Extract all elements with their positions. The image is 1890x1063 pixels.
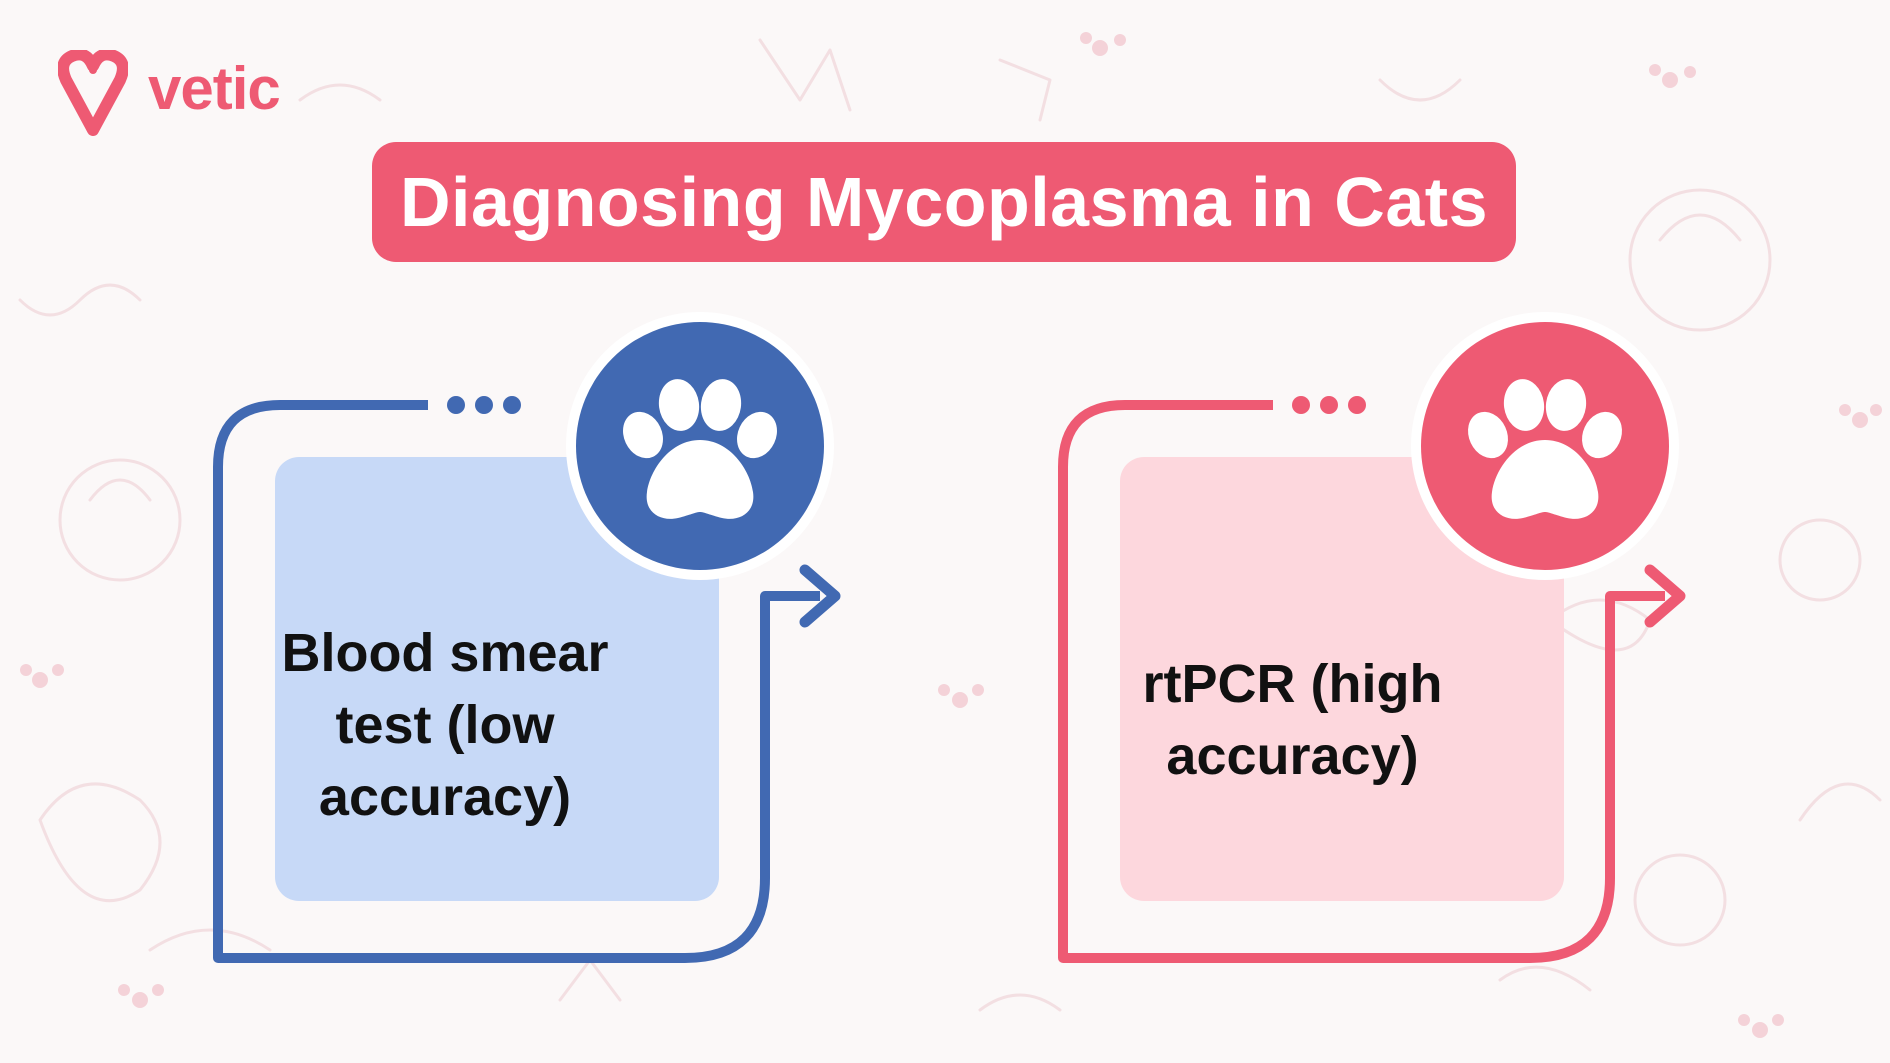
card-outline	[1058, 400, 1665, 963]
paw-icon	[623, 379, 777, 519]
arrow-right-icon	[1644, 564, 1686, 628]
brand-name: vetic	[148, 55, 281, 122]
page-title: Diagnosing Mycoplasma in Cats	[399, 163, 1489, 241]
card-text: rtPCR (high accuracy)	[1142, 654, 1443, 786]
brand-logo: vetic	[58, 50, 281, 136]
title-banner: Diagnosing Mycoplasma in Cats	[372, 142, 1516, 262]
card-fill	[275, 457, 719, 901]
diagnosis-card-blood-smear: Blood smear test (low accuracy)	[200, 300, 860, 980]
card-frame	[213, 312, 841, 963]
paw-icon	[1468, 379, 1622, 519]
card-fill	[1120, 457, 1564, 901]
heart-v-logo-icon	[58, 50, 128, 136]
dots-icon	[447, 396, 521, 414]
diagnosis-card-rtpcr: rtPCR (high accuracy)	[1045, 300, 1705, 980]
dots-icon	[1292, 396, 1366, 414]
card-outline	[213, 400, 820, 963]
card-text: Blood smear test (low accuracy)	[281, 623, 609, 827]
arrow-right-icon	[799, 564, 841, 628]
card-frame	[1058, 312, 1686, 963]
